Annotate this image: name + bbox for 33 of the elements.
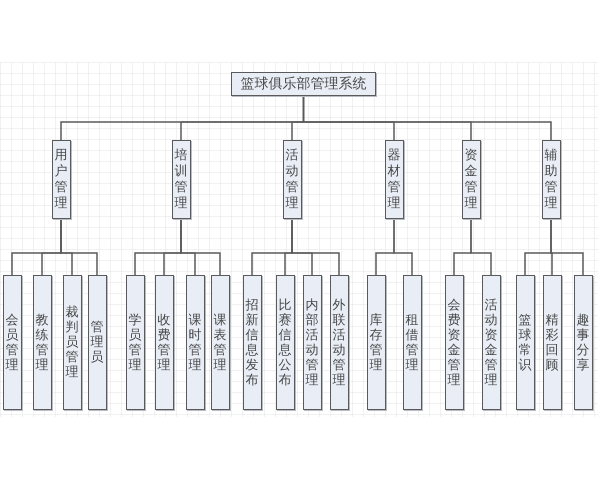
module-box: 资金管理 xyxy=(462,140,480,219)
function-box: 招新信息发布 xyxy=(242,275,262,410)
module-box: 用户管理 xyxy=(52,140,70,219)
module-box: 培训管理 xyxy=(172,140,190,219)
function-box: 裁判员管理 xyxy=(62,275,82,410)
function-box: 会员管理 xyxy=(2,275,22,410)
function-box: 租借管理 xyxy=(402,275,422,410)
function-box: 收费管理 xyxy=(154,275,174,410)
function-box: 精彩回顾 xyxy=(542,275,562,410)
module-box: 器材管理 xyxy=(384,140,404,219)
function-box: 学员管理 xyxy=(126,275,144,410)
connector-line xyxy=(180,219,221,275)
module-box: 辅助管理 xyxy=(542,140,560,219)
function-box: 会费资金管理 xyxy=(444,275,464,410)
function-box: 教练管理 xyxy=(32,275,52,410)
system-box: 篮球俱乐部管理系统 xyxy=(231,72,376,96)
function-box: 外联活动管理 xyxy=(330,275,348,410)
connector-line xyxy=(550,219,584,275)
function-box: 趣事分享 xyxy=(574,275,592,410)
function-box: 比赛信息公布 xyxy=(276,275,294,410)
function-box: 活动资金管理 xyxy=(482,275,500,410)
function-box: 内部活动管理 xyxy=(302,275,322,410)
connector-line xyxy=(291,219,340,275)
function-box: 篮球常识 xyxy=(516,275,534,410)
function-box: 库存管理 xyxy=(366,275,386,410)
connector-line xyxy=(302,96,552,140)
function-box: 课表管理 xyxy=(210,275,230,410)
module-box: 活动管理 xyxy=(282,140,302,219)
function-box: 管理员 xyxy=(88,275,106,410)
connector-line xyxy=(393,219,413,275)
function-box: 课时管理 xyxy=(186,275,204,410)
connector-line xyxy=(470,219,492,275)
connector-line xyxy=(60,219,98,275)
